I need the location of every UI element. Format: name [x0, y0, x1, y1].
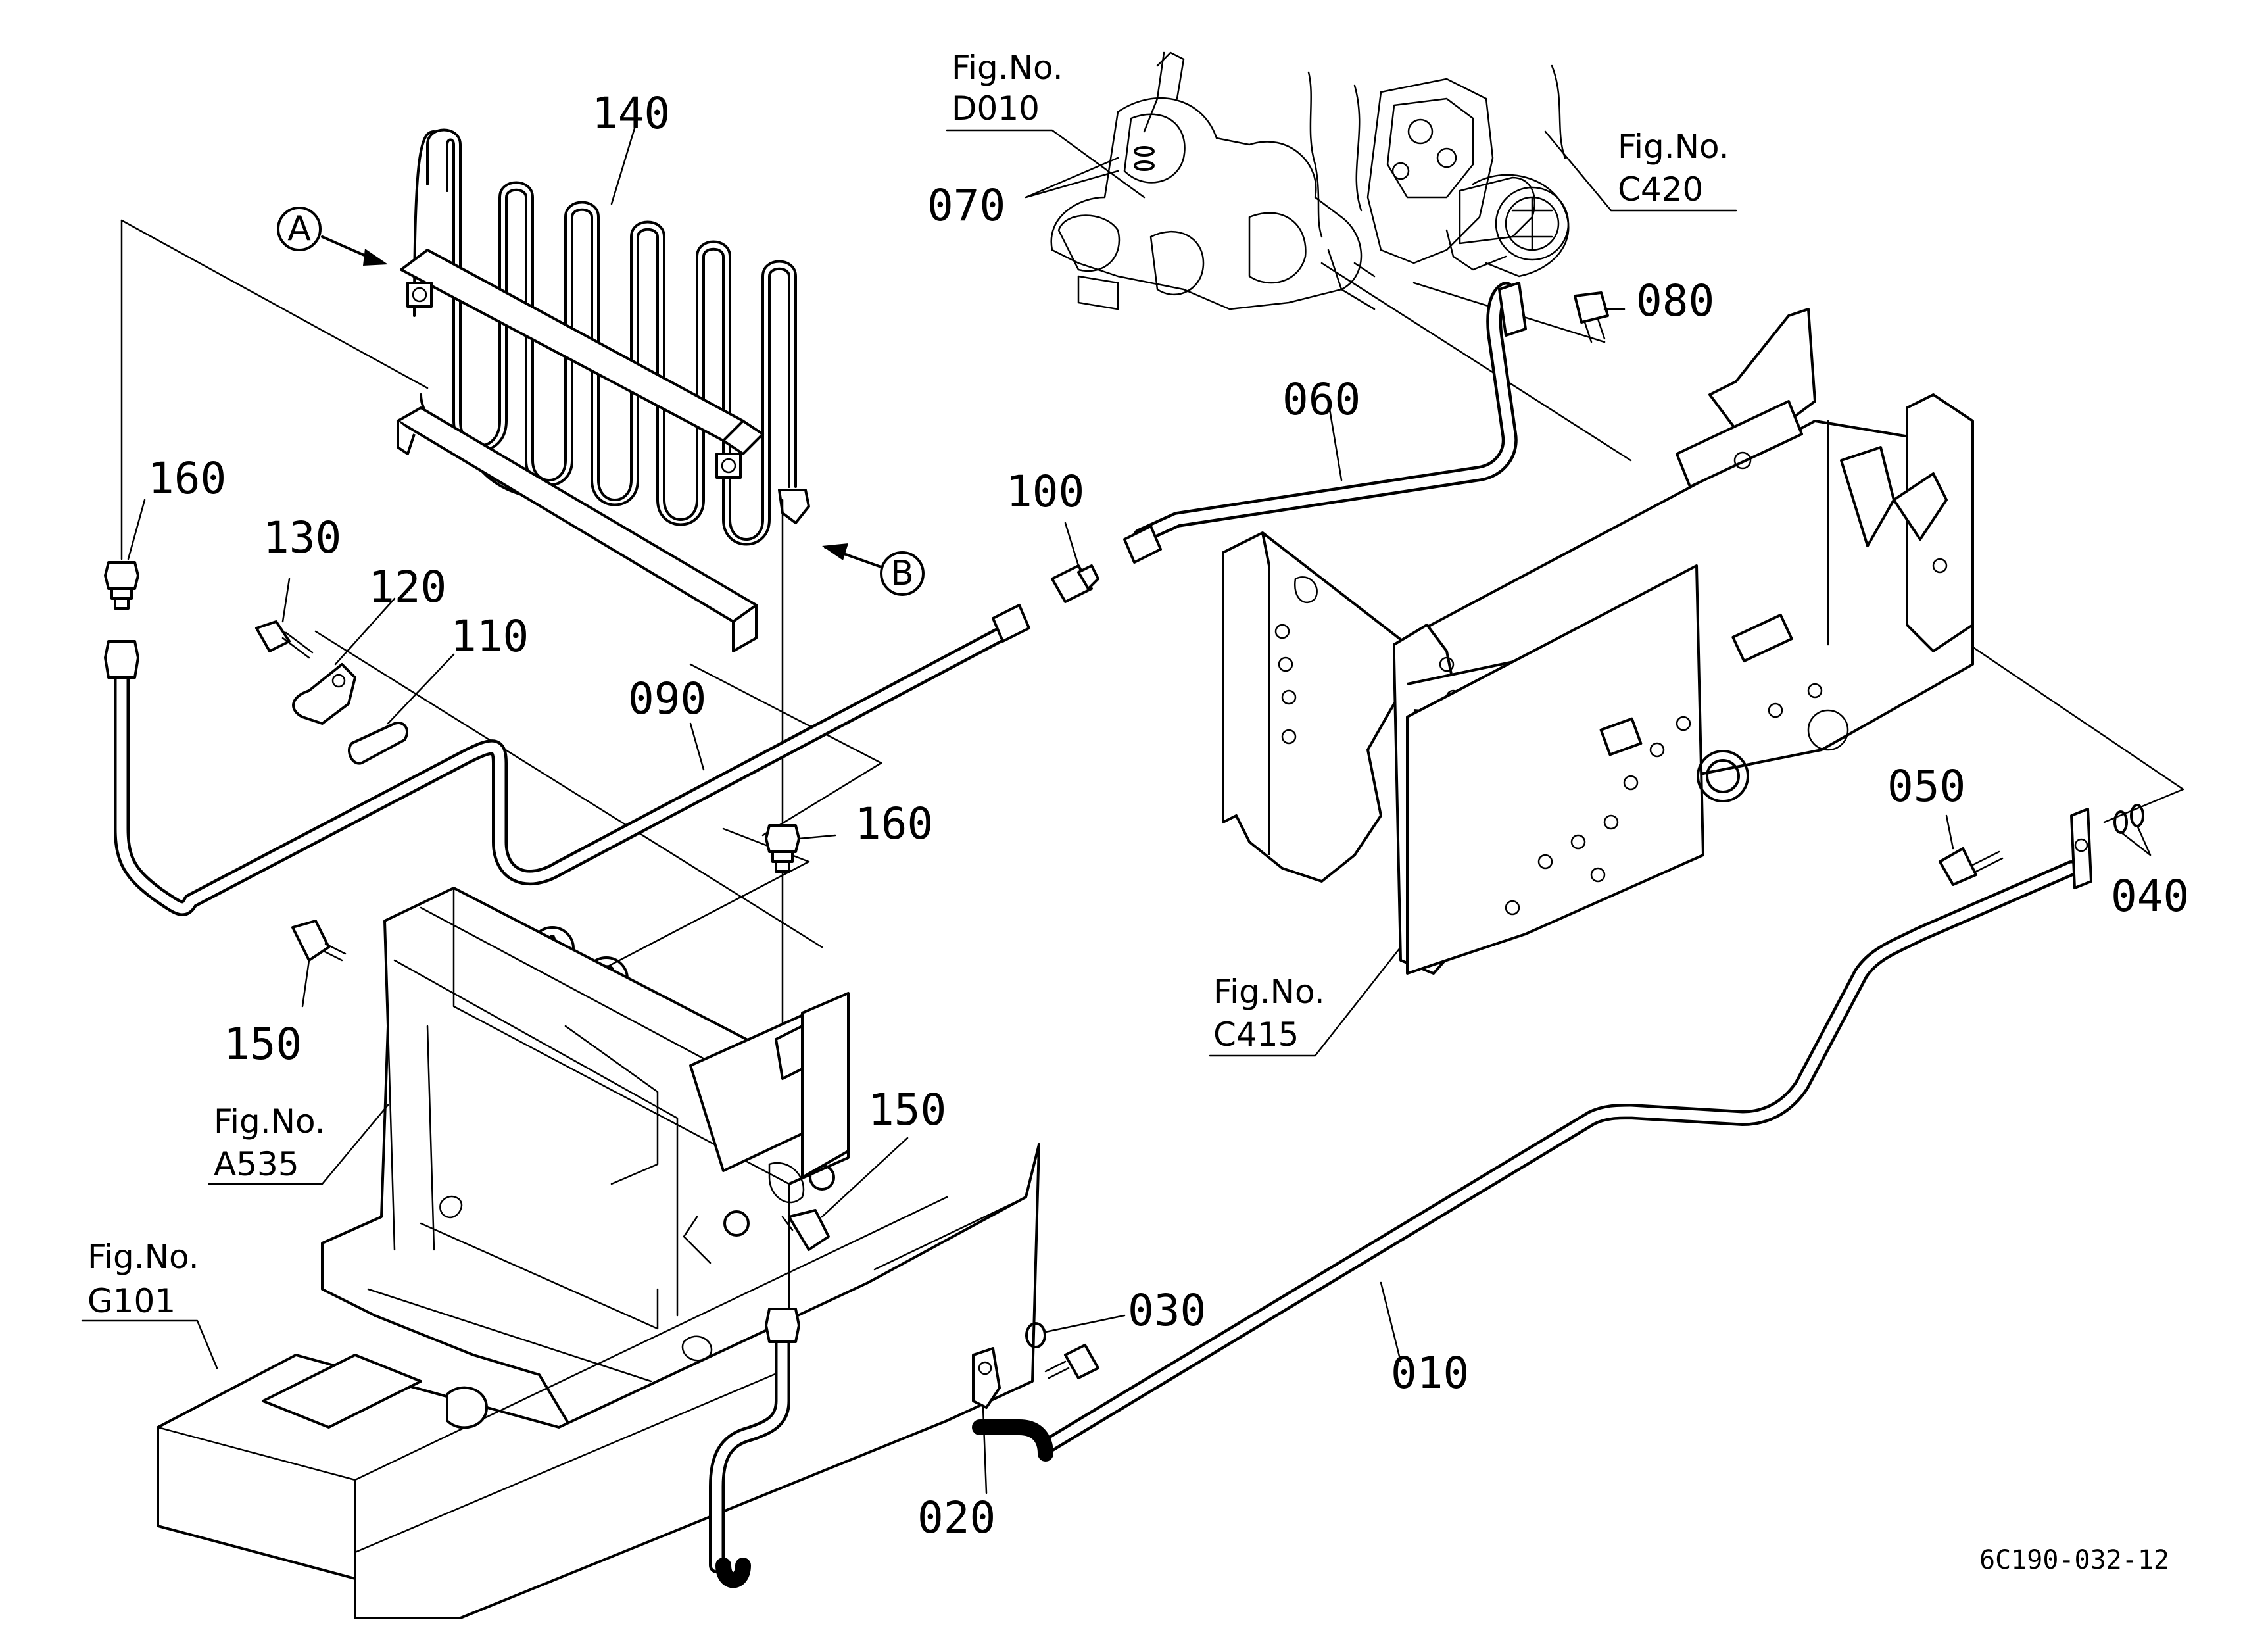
fittings — [104, 146, 2144, 1409]
drawing-code: 6C190-032-12 — [1979, 1545, 2169, 1575]
figure-ref-c420: Fig.No. C420 — [1544, 128, 1737, 212]
part-label-110: 110 — [450, 611, 529, 662]
marker-a-label: A — [287, 209, 311, 249]
part-label-060: 060 — [1282, 374, 1361, 425]
chassis-frame-c415 — [1222, 308, 1974, 975]
figure-ref-c415: Fig.No. C415 — [1209, 946, 1402, 1057]
marker-b-label: B — [890, 554, 914, 593]
fig-ref-number: D010 — [952, 89, 1040, 128]
connection-marker-b-top: B — [822, 543, 925, 596]
fig-ref-label: Fig.No. — [87, 1238, 199, 1276]
part-label-160-lower: 160 — [855, 799, 933, 849]
part-label-020: 020 — [917, 1492, 996, 1543]
tank-g101 — [157, 1143, 1040, 1619]
pipe-010 — [709, 860, 2079, 1588]
part-label-160-upper: 160 — [148, 453, 226, 504]
fig-ref-label: Fig.No. — [214, 1102, 326, 1141]
fig-ref-number: A535 — [214, 1145, 299, 1183]
figure-ref-a535: Fig.No. A535 — [208, 1102, 389, 1185]
support-frame-a535 — [321, 887, 850, 1442]
leader-lines — [127, 127, 2152, 1494]
part-label-130: 130 — [263, 512, 341, 563]
oil-cooler-140 — [397, 128, 810, 652]
part-label-140: 140 — [592, 88, 670, 139]
part-labels: 010 020 030 040 050 060 070 080 090 100 … — [148, 88, 2189, 1543]
fig-ref-number: C415 — [1213, 1016, 1299, 1054]
part-label-050: 050 — [1887, 761, 1966, 812]
part-label-040: 040 — [2111, 871, 2189, 922]
fig-ref-label: Fig.No. — [1618, 128, 1729, 166]
part-label-120: 120 — [368, 562, 446, 612]
part-label-070: 070 — [927, 180, 1005, 231]
part-label-090: 090 — [628, 674, 706, 724]
figure-ref-g101: Fig.No. G101 — [81, 1238, 218, 1369]
figure-ref-d010: Fig.No. D010 — [946, 49, 1146, 199]
fig-ref-number: C420 — [1618, 170, 1703, 209]
pipe-060 — [1133, 282, 1518, 544]
pipe-090 — [114, 624, 1014, 916]
fig-ref-label: Fig.No. — [1213, 973, 1325, 1011]
part-label-150-lower: 150 — [868, 1085, 946, 1135]
connection-marker-a-top: A — [277, 207, 388, 266]
part-label-150-upper: 150 — [224, 1019, 302, 1069]
part-label-100: 100 — [1006, 466, 1084, 517]
part-label-030: 030 — [1128, 1285, 1206, 1336]
fig-ref-label: Fig.No. — [952, 49, 1063, 87]
part-label-010: 010 — [1391, 1348, 1469, 1398]
fig-ref-number: G101 — [87, 1282, 176, 1320]
part-label-080: 080 — [1636, 276, 1714, 326]
engine-assembly — [1050, 51, 1570, 310]
